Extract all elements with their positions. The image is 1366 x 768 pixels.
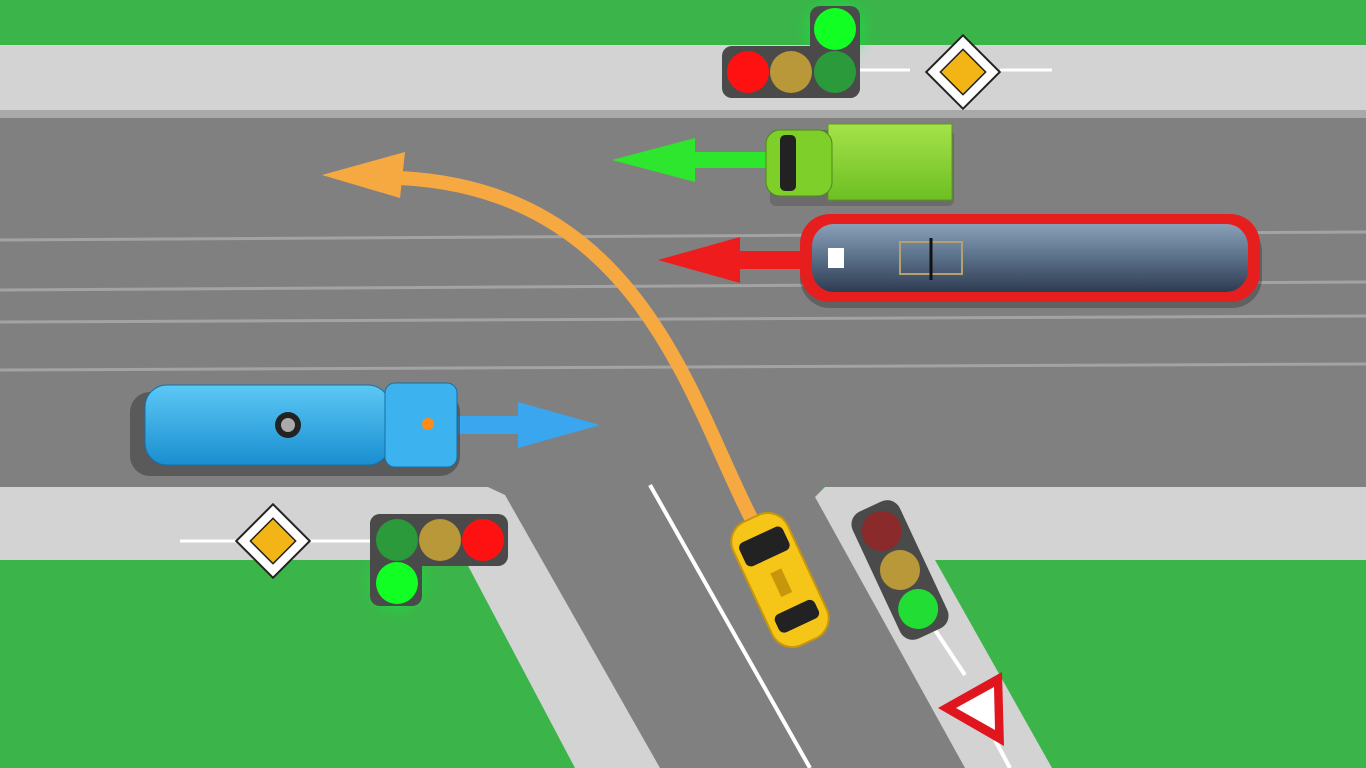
tanker-truck: [130, 382, 460, 476]
priority-road-sign-top: [924, 33, 1002, 111]
truck: [765, 123, 954, 206]
truck-arrow: [612, 138, 775, 182]
yield-sign: [938, 672, 1004, 746]
lane-divider: [648, 484, 812, 768]
turn-path-arrowhead: [322, 152, 405, 198]
tram: [800, 214, 1262, 308]
top-traffic-light: [722, 0, 1052, 98]
top-sidewalk: [0, 45, 1366, 112]
side-road: [480, 485, 965, 768]
bottom-left-traffic-light: [180, 514, 508, 610]
top-curb: [0, 110, 1366, 118]
tanker-arrow: [458, 402, 600, 448]
bottom-right-sidewalk: [815, 487, 1366, 768]
bottom-right-traffic-light: [851, 500, 1012, 768]
taxi-car: [730, 511, 830, 649]
priority-road-sign-bottom: [234, 502, 312, 580]
tram-arrow: [658, 237, 805, 283]
turn-path-arrow: [399, 171, 759, 524]
